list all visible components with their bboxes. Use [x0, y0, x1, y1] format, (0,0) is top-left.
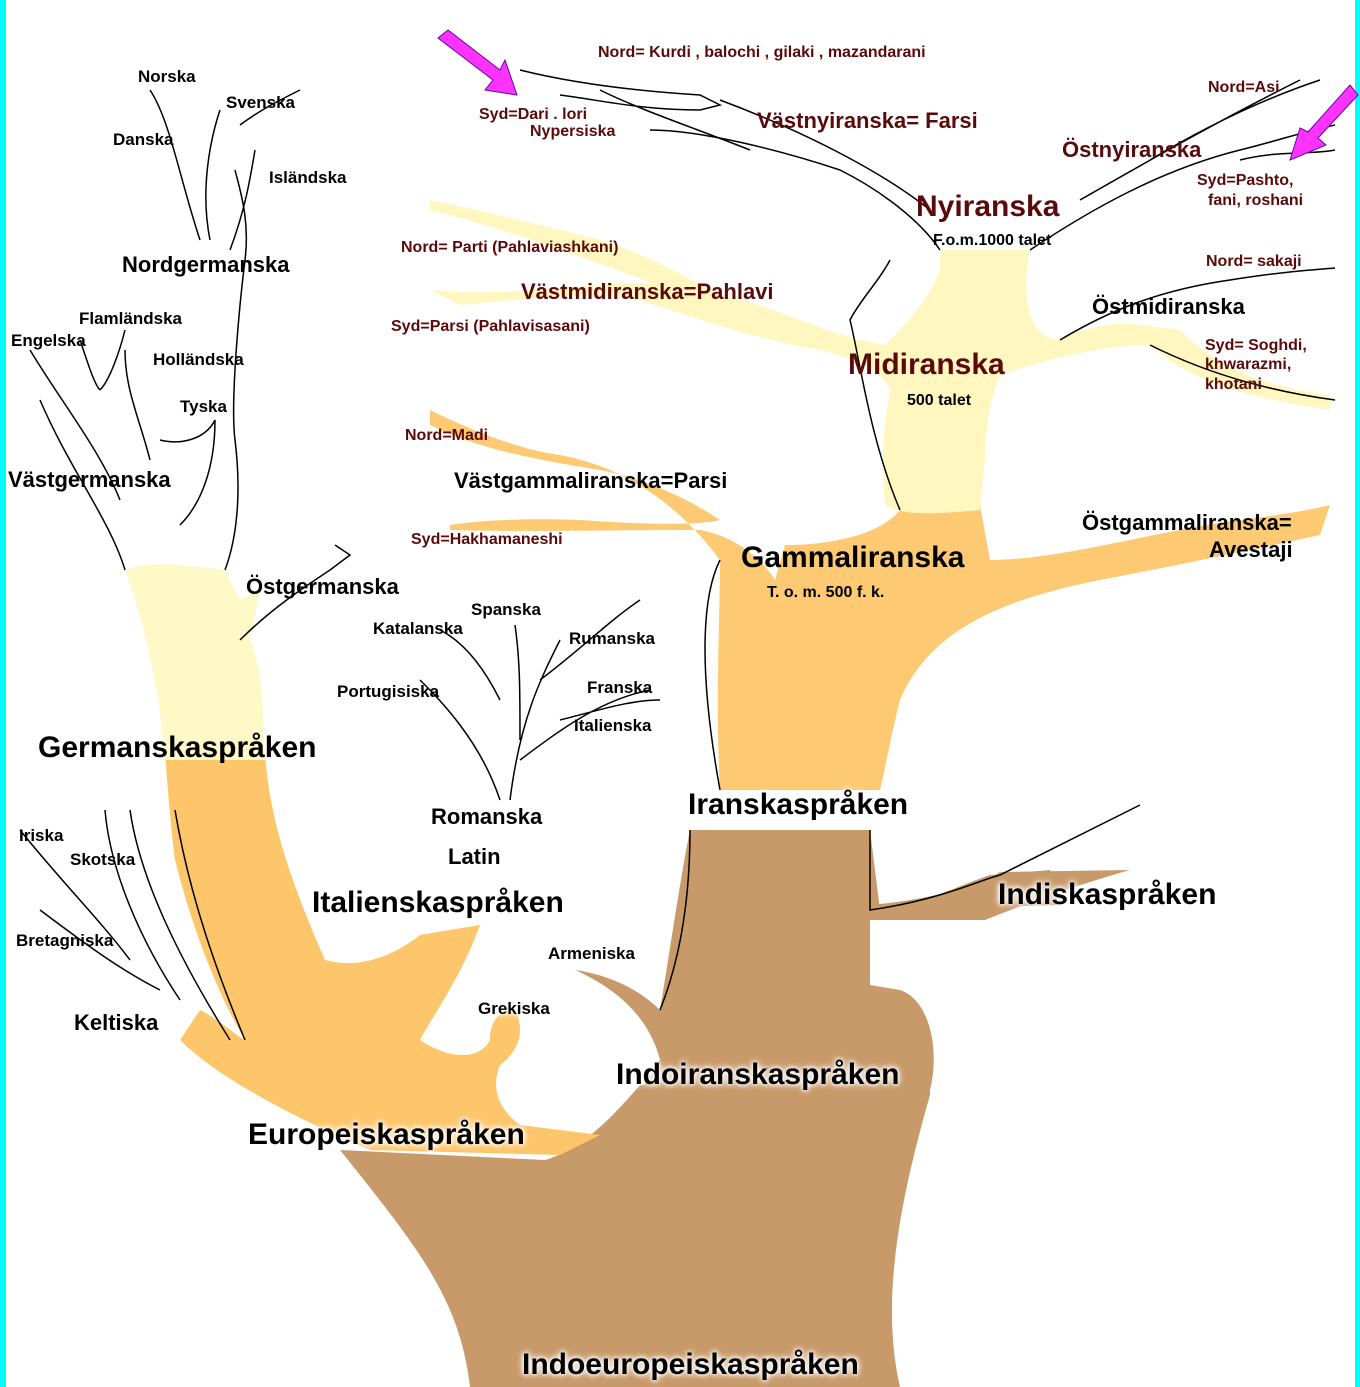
label-iranska: Iranskaspråken: [688, 790, 908, 820]
label-syd-soghdi-3: khotani: [1205, 377, 1262, 393]
label-nord-asi: Nord=Asi: [1208, 80, 1280, 96]
label-nordgermanska: Nordgermanska: [122, 254, 290, 276]
label-italienskasprak: Italienskaspråken: [312, 888, 564, 918]
label-vastgermanska: Västgermanska: [8, 469, 171, 491]
label-nyiranska: Nyiranska: [916, 192, 1059, 222]
label-spanska: Spanska: [471, 601, 541, 618]
label-ostgermanska: Östgermanska: [246, 576, 399, 598]
label-ny-date: F.o.m.1000 talet: [933, 233, 1051, 249]
label-gammal-date: T. o. m. 500 f. k.: [767, 585, 884, 601]
label-bretagniska: Bretagniska: [16, 932, 113, 949]
label-syd-soghdi-1: Syd= Soghdi,: [1205, 338, 1307, 354]
label-syd-soghdi-2: khwarazmi,: [1205, 357, 1291, 373]
label-keltiska: Keltiska: [74, 1012, 158, 1034]
label-franska: Franska: [587, 679, 652, 696]
label-iriska: Iriska: [19, 827, 63, 844]
label-midiranska: Midiranska: [848, 350, 1005, 380]
label-katalanska: Katalanska: [373, 620, 463, 637]
pointer-arrow-icon: [1290, 85, 1358, 160]
label-nypersiska: Nypersiska: [530, 124, 615, 140]
label-europeiska: Europeiskaspråken: [248, 1120, 525, 1150]
label-syd-parsi: Syd=Parsi (Pahlavisasani): [391, 319, 590, 335]
label-hollandska: Holländska: [153, 351, 244, 368]
label-syd-pashto-2: fani, roshani: [1208, 193, 1303, 209]
label-ostgammal-2: Avestaji: [1209, 539, 1293, 561]
label-indoiranska: Indoiranskaspråken: [616, 1060, 899, 1090]
label-nord-madi: Nord=Madi: [405, 428, 488, 444]
label-portugisiska: Portugisiska: [337, 683, 439, 700]
label-flamlandska: Flamländska: [79, 310, 182, 327]
label-syd-hakhamaneshi: Syd=Hakhamaneshi: [411, 532, 563, 548]
label-vastny: Västnyiranska= Farsi: [757, 110, 978, 132]
label-ostmid: Östmidiranska: [1092, 296, 1245, 318]
indoiranian-branch: [575, 830, 1060, 1090]
label-skotska: Skotska: [70, 851, 135, 868]
label-islandska: Isländska: [269, 169, 347, 186]
label-danska: Danska: [113, 131, 173, 148]
label-nord-sakaji: Nord= sakaji: [1206, 254, 1302, 270]
label-syd-pashto-1: Syd=Pashto,: [1197, 173, 1293, 189]
label-ostgammal-1: Östgammaliranska=: [1082, 512, 1292, 534]
label-indiska: Indiskaspråken: [998, 880, 1216, 910]
label-engelska: Engelska: [11, 332, 86, 349]
label-grekiska: Grekiska: [478, 1000, 550, 1017]
label-tyska: Tyska: [180, 398, 227, 415]
label-syd-dari: Syd=Dari . lori: [479, 107, 587, 123]
label-norska: Norska: [138, 68, 196, 85]
label-armeniska: Armeniska: [548, 945, 635, 962]
label-nord-parti: Nord= Parti (Pahlaviashkani): [401, 240, 618, 256]
pointer-arrow-icon: [438, 30, 517, 95]
label-vastgammal: Västgammaliranska=Parsi: [454, 470, 727, 492]
label-svenska: Svenska: [226, 94, 295, 111]
label-indoeuropeiska: Indoeuropeiskaspråken: [522, 1350, 859, 1380]
label-ostny: Östnyiranska: [1062, 139, 1201, 161]
label-vastmid: Västmidiranska=Pahlavi: [521, 281, 774, 303]
label-italienska: Italienska: [574, 717, 652, 734]
label-gammaliranska: Gammaliranska: [741, 543, 964, 573]
label-nord-kurdi: Nord= Kurdi , balochi , gilaki , mazanda…: [598, 45, 926, 61]
label-latin: Latin: [448, 846, 501, 868]
label-romanska: Romanska: [431, 806, 542, 828]
label-germanska: Germanskaspråken: [38, 733, 317, 763]
label-rumanska: Rumanska: [569, 630, 655, 647]
label-mid-date: 500 talet: [907, 393, 971, 409]
